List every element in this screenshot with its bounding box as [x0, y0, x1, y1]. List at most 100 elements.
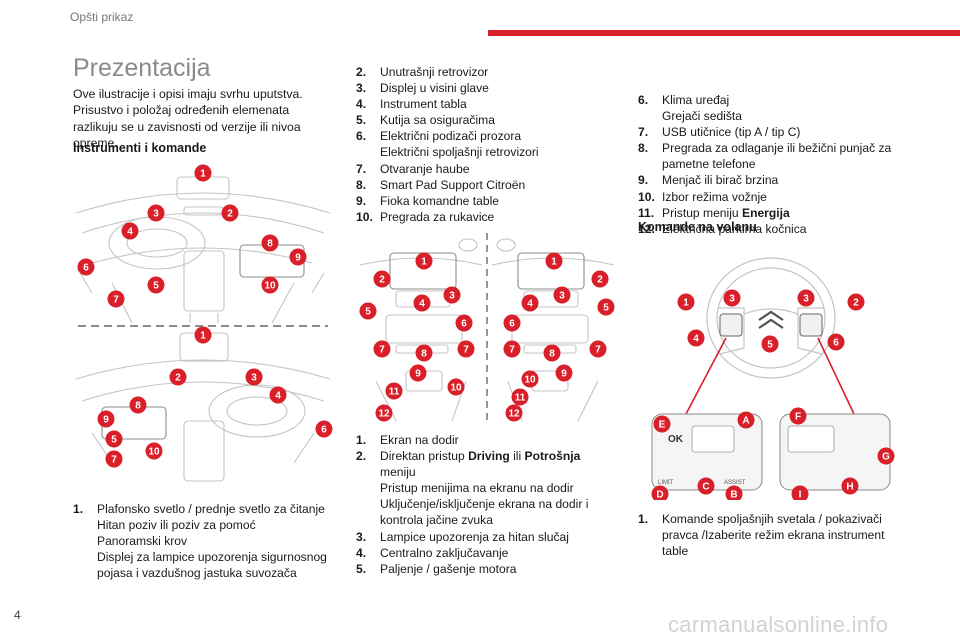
callout-badge: 5 — [359, 302, 377, 320]
svg-text:5: 5 — [767, 340, 773, 351]
svg-text:8: 8 — [421, 349, 427, 360]
list-item-line: Pregrada za rukavice — [380, 209, 495, 224]
list-item-number: 1. — [638, 512, 649, 526]
header-section-title: Opšti prikaz — [70, 10, 134, 24]
callout-badge: 2 — [591, 270, 609, 288]
callout-badge: 1 — [545, 252, 563, 270]
list-item-line: Plafonsko svetlo / prednje svetlo za čit… — [97, 502, 325, 516]
callout-badge: 6 — [827, 333, 845, 351]
list-item-line: Smart Pad Support Citroën — [380, 177, 526, 192]
ok-button-label: OK — [668, 434, 684, 445]
callout-badge: 11 — [511, 388, 529, 406]
svg-text:2: 2 — [379, 275, 385, 286]
list-item-number: 5. — [356, 561, 367, 576]
callout-badge: 10 — [261, 276, 279, 294]
instruments-heading: Instrumenti i komande — [73, 141, 207, 155]
list-item-number: 6. — [356, 129, 367, 144]
svg-text:10: 10 — [148, 447, 160, 458]
list-item-number: 3. — [356, 529, 367, 544]
list-item: 5. Kutija sa osiguračima — [356, 112, 626, 128]
callout-badge: 3 — [443, 286, 461, 304]
list-item-line: Panoramski krov — [97, 534, 188, 549]
list-item-line: Paljenje / gašenje motora — [380, 561, 517, 576]
list-item-line: Direktan pristup Driving ili Potrošnja — [380, 449, 581, 464]
svg-text:7: 7 — [379, 345, 385, 356]
list-item-number: 8. — [638, 141, 649, 156]
callout-badge: 8 — [129, 396, 147, 414]
svg-text:7: 7 — [113, 295, 119, 306]
list-item-line: Električni spoljašnji retrovizori — [380, 145, 539, 160]
svg-text:5: 5 — [111, 435, 117, 446]
callout-badge: 2 — [169, 368, 187, 386]
svg-text:12: 12 — [508, 409, 520, 420]
callout-badge: 8 — [261, 234, 279, 252]
list-item-line: Izbor režima vožnje — [662, 189, 767, 204]
callout-badge: G — [877, 447, 895, 465]
list-item: 1.Plafonsko svetlo / prednje svetlo za č… — [73, 501, 333, 581]
callout-badge: 5 — [761, 335, 779, 353]
list-item-line: Menjač ili birač brzina — [662, 173, 779, 188]
list-item-line: Pristup meniju Energija — [662, 205, 790, 220]
svg-text:4: 4 — [275, 391, 281, 402]
callout-badge: 8 — [415, 344, 433, 362]
list-item-line: Displej za lampice upozorenja sigurnosno… — [97, 550, 327, 581]
list-item-number: 7. — [356, 161, 367, 176]
list-item-line: Uključenje/isključenje ekrana na dodir i… — [380, 497, 589, 528]
svg-text:8: 8 — [267, 239, 273, 250]
callout-badge: 1 — [194, 164, 212, 182]
callout-badge: A — [737, 411, 755, 429]
list-item-line: Kutija sa osiguračima — [380, 113, 495, 128]
svg-text:D: D — [656, 490, 663, 501]
callout-badge: 9 — [409, 364, 427, 382]
list-item: 1.Ekran na dodir — [356, 432, 626, 448]
list-item-number: 10. — [356, 209, 373, 224]
list-item-number: 5. — [356, 113, 367, 128]
svg-text:2: 2 — [597, 275, 603, 286]
callout-badge: 5 — [147, 276, 165, 294]
list-item-line: Pregrada za odlaganje ili bežični punjač… — [662, 141, 892, 172]
svg-text:2: 2 — [227, 209, 233, 220]
svg-text:7: 7 — [595, 345, 601, 356]
list-item-line: Otvaranje haube — [380, 161, 470, 176]
callout-badge: 1 — [194, 326, 212, 344]
list-item: 4.Instrument tabla — [356, 96, 626, 112]
svg-text:H: H — [846, 482, 853, 493]
svg-text:6: 6 — [321, 425, 327, 436]
list-item-line: Grejači sedišta — [662, 109, 742, 124]
list-item-line: Fioka komandne table — [380, 193, 499, 208]
svg-text:9: 9 — [561, 369, 567, 380]
svg-text:9: 9 — [295, 253, 301, 264]
list-item: 8. Pregrada za odlaganje ili bežični punj… — [638, 140, 908, 172]
header-accent-bar — [488, 30, 960, 36]
callout-badge: 5 — [597, 298, 615, 316]
list-item: 2. Direktan pristup Driving ili Potrošnja… — [356, 448, 626, 528]
callout-badge: H — [841, 477, 859, 495]
svg-text:3: 3 — [803, 294, 809, 305]
callout-badge: D — [651, 485, 669, 501]
svg-text:3: 3 — [251, 373, 257, 384]
callout-badge: E — [653, 415, 671, 433]
list-item: 10. Pregrada za rukavice — [356, 209, 626, 225]
list-item: 9.Menjač ili birač brzina — [638, 172, 908, 188]
svg-text:1: 1 — [421, 257, 427, 268]
list-item: 10.Izbor režima vožnje — [638, 189, 908, 205]
svg-text:9: 9 — [103, 415, 109, 426]
svg-text:I: I — [799, 490, 802, 501]
list-item-number: 2. — [356, 449, 367, 464]
svg-text:5: 5 — [153, 281, 159, 292]
svg-text:7: 7 — [111, 455, 117, 466]
list-item-line: Lampice upozorenja za hitan slučaj — [380, 529, 569, 544]
svg-text:7: 7 — [509, 345, 515, 356]
callout-badge: 7 — [457, 340, 475, 358]
list-item-number: 4. — [356, 545, 367, 560]
callout-badge: 10 — [447, 378, 465, 396]
list-item: 12.Električna parkirna kočnica — [638, 221, 908, 237]
svg-text:10: 10 — [524, 375, 536, 386]
list-item-line: Hitan poziv ili poziv za pomoć — [97, 518, 256, 533]
list-item: 3. Lampice upozorenja za hitan slučaj — [356, 529, 626, 545]
svg-text:10: 10 — [450, 383, 462, 394]
list-item: 7. Otvaranje haube — [356, 161, 626, 177]
